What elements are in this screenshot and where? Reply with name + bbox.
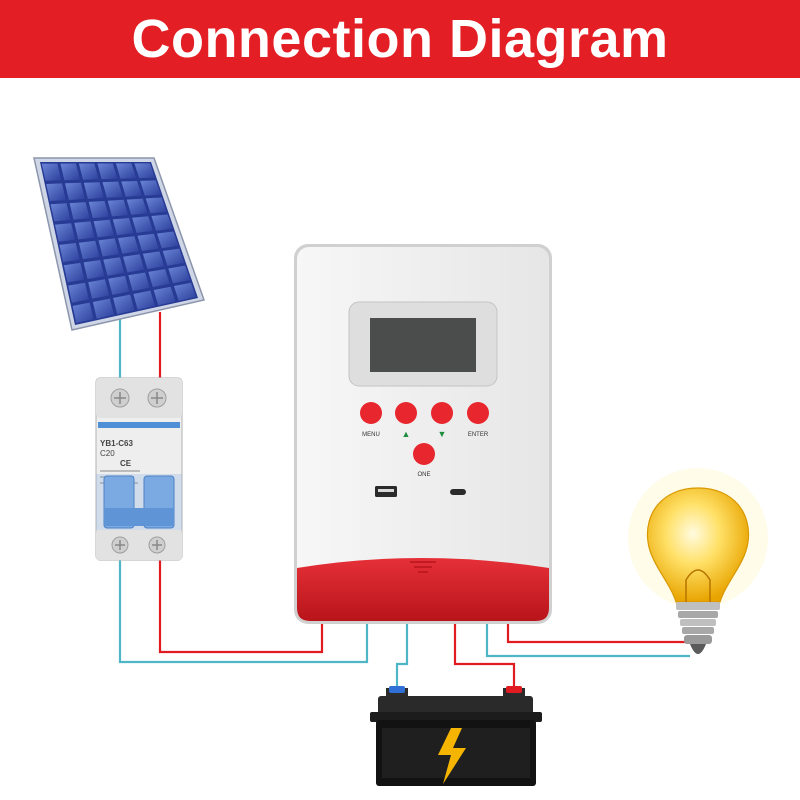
menu-button[interactable]: MENU xyxy=(360,402,382,438)
breaker-rating: C20 xyxy=(100,449,115,458)
solar-cell xyxy=(103,257,125,276)
pv-negative-wire xyxy=(118,560,369,664)
solar-cell xyxy=(93,219,114,238)
page-title: Connection Diagram xyxy=(131,9,669,69)
solar-panel xyxy=(33,157,205,331)
solar-cell xyxy=(168,265,190,284)
solar-cell xyxy=(97,163,118,180)
solar-cell xyxy=(145,197,167,214)
down-arrow-icon: ▼ xyxy=(438,429,447,439)
solar-cell xyxy=(59,243,80,262)
battery xyxy=(370,686,542,786)
one-button[interactable]: ONE xyxy=(413,443,435,478)
solar-cell xyxy=(142,251,165,269)
enter-button[interactable]: ENTER xyxy=(467,402,489,438)
solar-cell xyxy=(46,183,66,201)
one-button-label: ONE xyxy=(417,472,430,478)
solar-cell xyxy=(132,216,153,233)
light-bulb xyxy=(628,468,768,654)
breaker-model: YB1-C63 xyxy=(100,439,133,448)
solar-cell xyxy=(60,163,80,181)
solar-cell xyxy=(113,294,135,315)
solar-cell xyxy=(83,182,104,199)
solar-cell xyxy=(108,275,130,295)
solar-cell xyxy=(88,279,110,299)
solar-cell xyxy=(134,163,155,179)
battery-negative-wire xyxy=(395,622,409,690)
solar-cell xyxy=(115,163,137,179)
solar-cell xyxy=(151,214,173,231)
solar-cell xyxy=(65,182,85,200)
solar-cell xyxy=(69,202,90,220)
menu-button-label: MENU xyxy=(362,432,380,438)
solar-cell xyxy=(153,286,176,306)
title-banner: Connection Diagram xyxy=(0,0,800,78)
solar-cell xyxy=(123,254,145,273)
solar-cell xyxy=(102,181,123,198)
solar-cell xyxy=(74,221,95,240)
battery-positive-wire xyxy=(453,622,516,690)
solar-cell xyxy=(118,236,139,254)
solar-cell xyxy=(140,180,161,196)
enter-button-label: ENTER xyxy=(468,432,489,438)
solar-cell xyxy=(121,181,142,197)
solar-cell xyxy=(133,290,155,310)
breaker-ce-mark: CE xyxy=(120,459,132,468)
solar-cell xyxy=(112,218,134,236)
solar-cell xyxy=(68,282,89,303)
pv-positive-wire xyxy=(158,560,324,654)
wiring xyxy=(118,312,690,690)
solar-cell xyxy=(137,233,159,251)
solar-cell xyxy=(72,302,94,323)
load-negative-wire xyxy=(485,622,690,658)
solar-cell xyxy=(148,269,170,288)
solar-cell xyxy=(63,262,85,283)
solar-cell xyxy=(78,240,100,260)
down-button[interactable]: ▼ xyxy=(431,402,453,439)
solar-cell xyxy=(88,201,109,219)
solar-cell xyxy=(173,282,196,301)
solar-cell xyxy=(41,163,62,181)
controller-base xyxy=(297,558,549,621)
solar-cell xyxy=(128,272,150,291)
solar-cell xyxy=(55,223,76,242)
lcd-screen xyxy=(370,318,476,372)
usb-a-port[interactable] xyxy=(375,486,397,497)
solar-cell xyxy=(78,163,99,180)
lightning-bolt-icon xyxy=(438,728,466,784)
solar-cell xyxy=(50,203,71,222)
battery-positive-terminal xyxy=(506,686,522,693)
load-positive-wire xyxy=(506,622,690,644)
circuit-breaker: YB1-C63 C20 CE xyxy=(95,377,183,561)
solar-cell xyxy=(126,198,148,215)
usb-c-port[interactable] xyxy=(450,489,466,495)
solar-cell xyxy=(157,231,179,249)
up-button[interactable]: ▲ xyxy=(395,402,417,439)
solar-cell xyxy=(98,238,120,257)
solar-cell xyxy=(92,298,114,319)
solar-cell xyxy=(107,199,129,217)
up-arrow-icon: ▲ xyxy=(402,429,411,439)
solar-cell xyxy=(162,248,185,266)
battery-negative-terminal xyxy=(389,686,405,693)
solar-cell xyxy=(83,260,105,279)
charge-controller: MENU ▲ ▼ ENTER ONE xyxy=(294,244,552,624)
